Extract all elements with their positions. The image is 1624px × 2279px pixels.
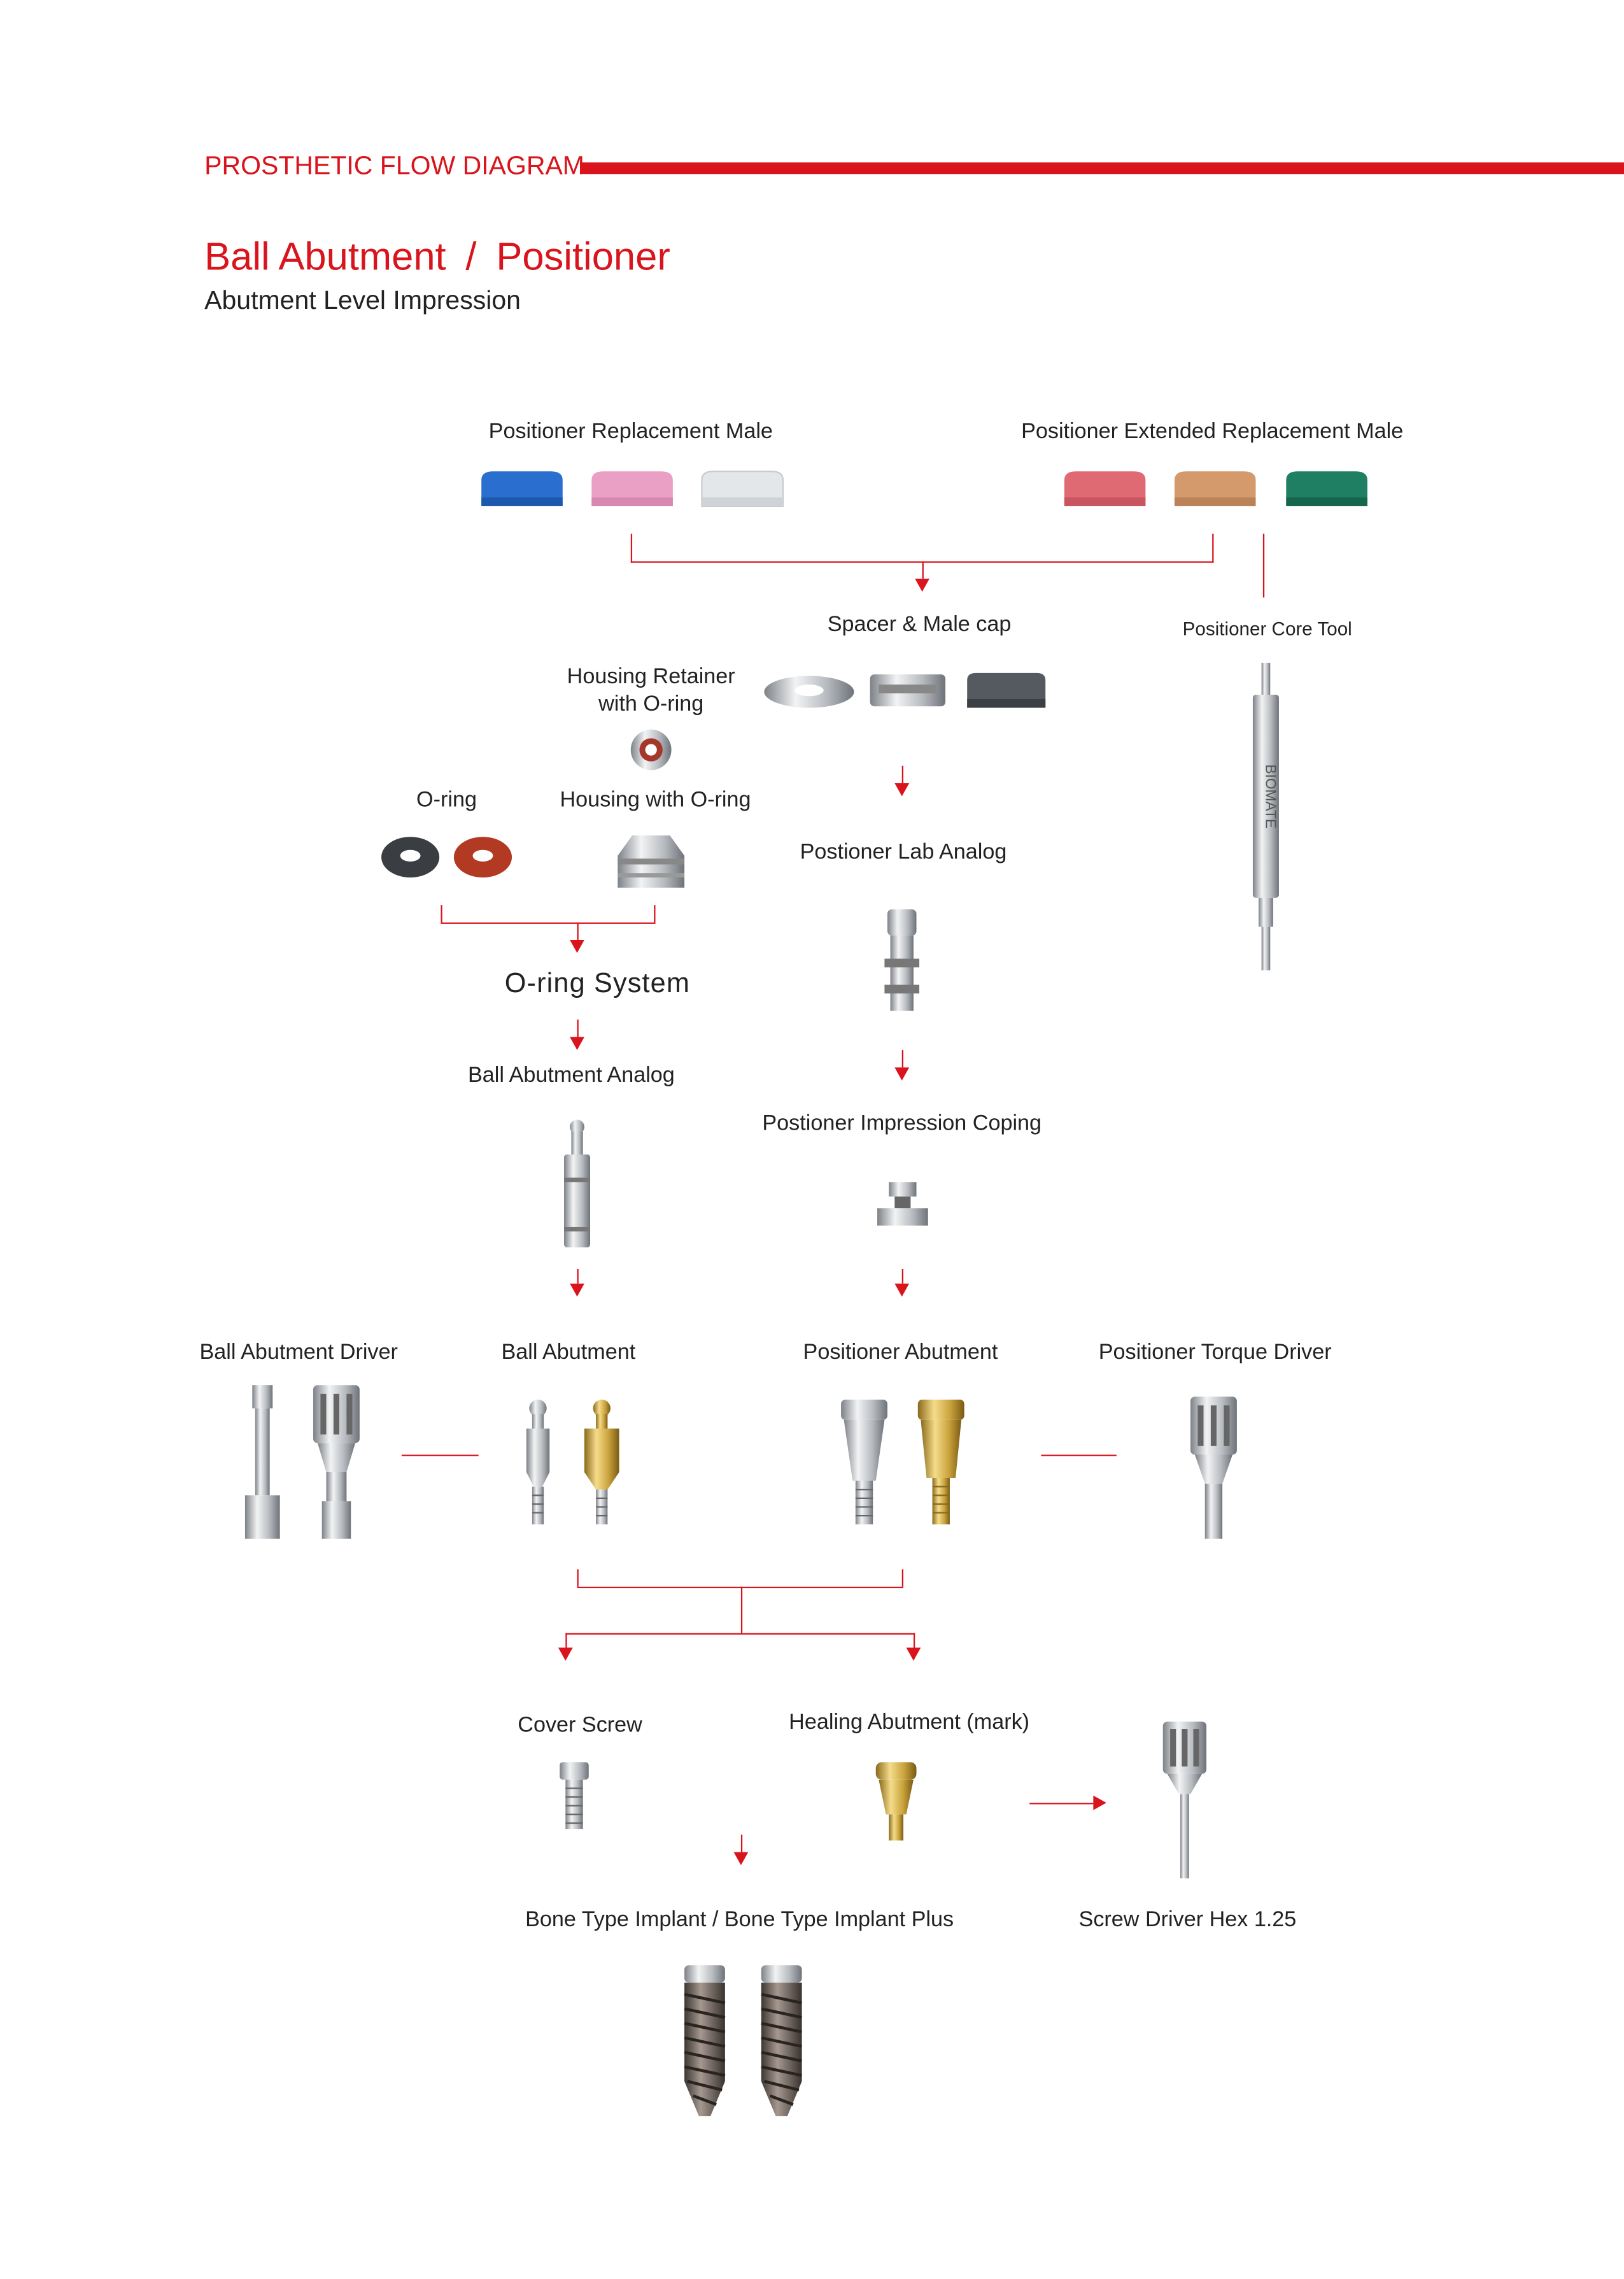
connector [901,1050,904,1068]
cover-screw-icon [560,1762,589,1829]
cap-green-icon [1286,471,1367,506]
connector [922,561,924,579]
arrow-down-icon [570,1283,584,1297]
connector [740,1586,743,1633]
connector [901,1268,904,1284]
label-screw-driver: Screw Driver Hex 1.25 [1078,1907,1297,1932]
housing-retainer-icon [630,729,672,770]
page-title: Ball Abutment / Positioner [204,235,670,280]
screw-driver-hex-icon [1162,1721,1207,1878]
male-cap-metal-icon [870,674,946,707]
connector [901,765,904,783]
label-ball-abutment-driver: Ball Abutment Driver [199,1340,398,1365]
connector [565,1633,915,1635]
ball-abutment-analog-icon [564,1119,591,1247]
label-o-ring-system: O-ring System [504,969,691,1000]
label-housing-retainer: Housing Retainer with O-ring [567,663,735,718]
page-subtitle: Abutment Level Impression [204,285,521,315]
arrow-down-icon [894,783,910,797]
label-extended-replacement-male: Positioner Extended Replacement Male [1021,419,1404,444]
label-positioner-abutment: Positioner Abutment [803,1340,998,1365]
connector [1041,1454,1117,1456]
connector [577,1569,579,1587]
connector [577,922,579,940]
ball-abutment-driver-torque-icon [313,1385,360,1539]
label-housing-retainer-line1: Housing Retainer [567,664,735,689]
connector [913,1633,915,1648]
bone-type-implant-icon [684,1965,726,2117]
positioner-abutment-titanium-icon [841,1399,887,1524]
o-ring-dark-icon [381,837,440,878]
label-o-ring: O-ring [416,787,477,813]
arrow-down-icon [894,1283,910,1297]
section-heading-bar [580,162,1624,174]
connector [654,905,656,923]
cap-tan-icon [1174,471,1256,506]
positioner-impression-coping-icon [877,1182,928,1226]
cap-white-icon [701,471,784,508]
connector [577,1268,579,1284]
label-housing-retainer-line2: with O-ring [598,692,704,717]
positioner-torque-driver-icon [1190,1396,1237,1539]
section-heading: PROSTHETIC FLOW DIAGRAM [204,150,584,180]
housing-with-o-ring-icon [618,835,685,888]
label-spacer-male-cap: Spacer & Male cap [827,612,1012,637]
ball-abutment-driver-short-icon [244,1385,280,1539]
bone-type-implant-plus-icon [761,1965,803,2117]
label-impression-coping: Postioner Impression Coping [762,1111,1042,1136]
label-cover-screw: Cover Screw [518,1712,642,1738]
label-lab-analog: Postioner Lab Analog [800,839,1007,865]
connector [565,1633,567,1648]
connector [630,561,1214,563]
connector [630,534,633,563]
arrow-right-icon [1093,1795,1106,1810]
label-ball-abutment: Ball Abutment [501,1340,636,1365]
title-separator: / [465,234,477,279]
arrow-down-icon [558,1647,573,1661]
spacer-washer-icon [764,676,854,708]
label-healing-abutment: Healing Abutment (mark) [789,1710,1030,1735]
healing-abutment-icon [875,1762,917,1841]
connector [441,922,656,924]
biomate-logo: BIOMATE [1262,764,1279,828]
arrow-down-icon [894,1067,910,1081]
connector [1212,534,1214,563]
o-ring-red-icon [453,837,512,878]
cap-pink-icon [591,471,673,506]
label-ball-abutment-analog: Ball Abutment Analog [468,1063,675,1088]
connector [577,1019,579,1037]
label-housing-with-o-ring: Housing with O-ring [560,787,751,813]
male-cap-dark-icon [967,672,1046,708]
positioner-abutment-gold-icon [917,1399,964,1524]
arrow-down-icon [733,1852,749,1866]
arrow-down-icon [915,578,930,592]
arrow-down-icon [906,1647,921,1661]
ball-abutment-titanium-icon [526,1399,550,1524]
connector [1029,1803,1094,1805]
arrow-down-icon [570,1037,584,1051]
cap-red-icon [1064,471,1146,506]
connector [441,905,442,923]
cap-blue-icon [481,471,563,506]
title-positioner: Positioner [496,234,670,279]
connector [740,1835,743,1852]
connector [577,1586,904,1589]
positioner-lab-analog-icon [884,909,920,1011]
arrow-down-icon [570,939,584,953]
connector [1262,534,1265,598]
label-bone-type-implant: Bone Type Implant / Bone Type Implant Pl… [525,1907,954,1932]
ball-abutment-gold-icon [584,1399,619,1524]
connector [901,1569,904,1587]
label-replacement-male: Positioner Replacement Male [488,419,773,444]
positioner-core-tool-icon: BIOMATE [1252,662,1279,970]
connector [401,1454,479,1456]
label-core-tool: Positioner Core Tool [1182,618,1352,640]
title-ball-abutment: Ball Abutment [204,234,446,279]
label-positioner-torque-driver: Positioner Torque Driver [1098,1340,1332,1365]
